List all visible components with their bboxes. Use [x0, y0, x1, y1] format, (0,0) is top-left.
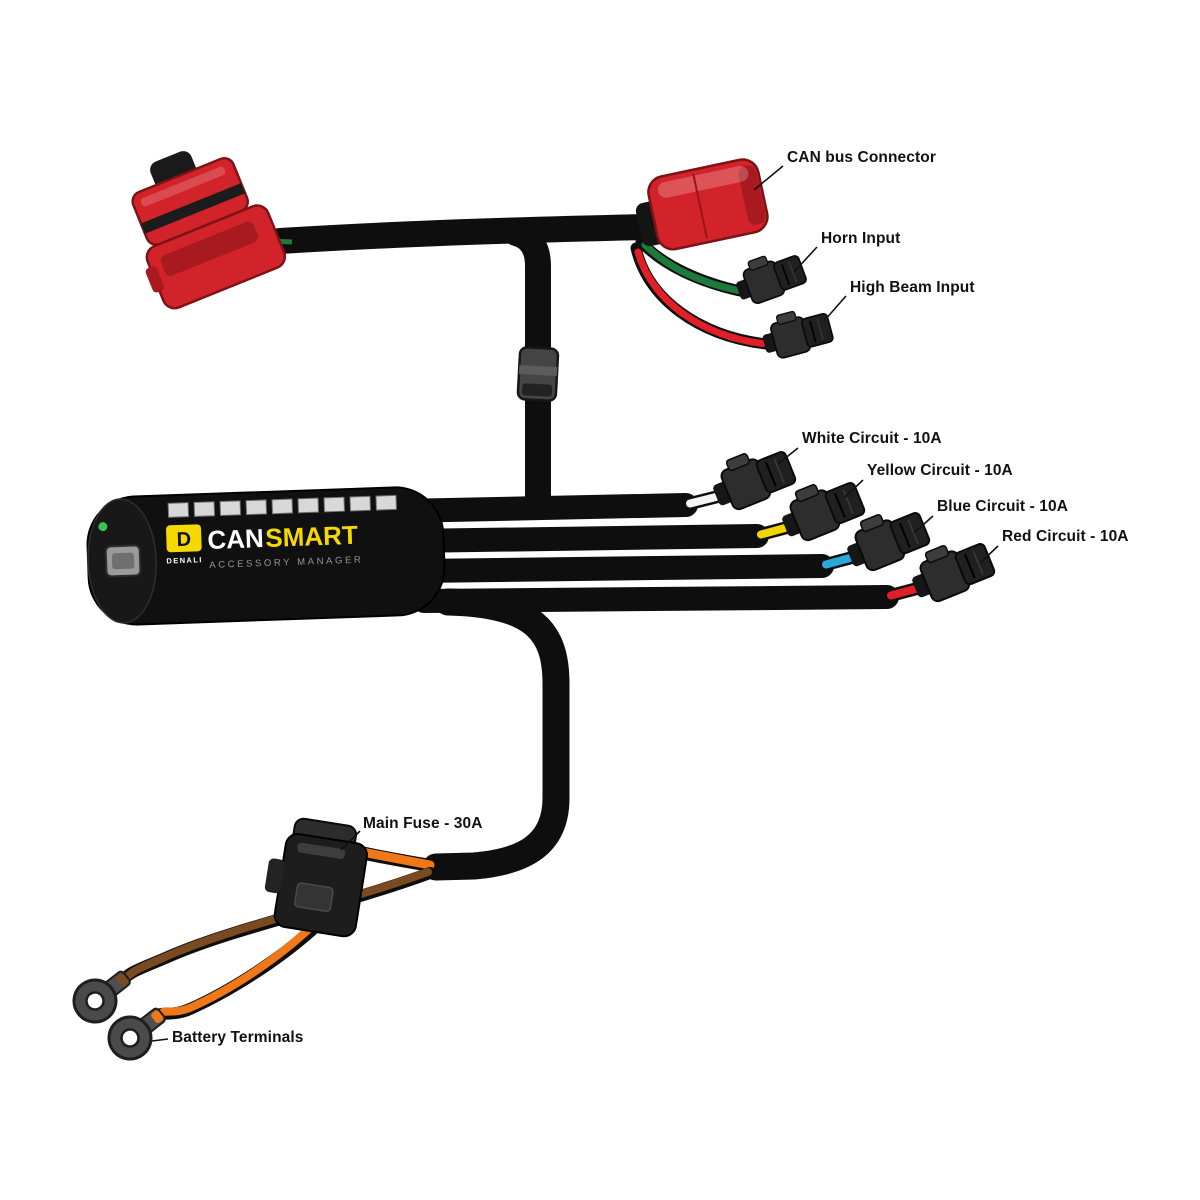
label-blue-circuit: Blue Circuit - 10A	[937, 498, 1068, 515]
fuse-feed-wire	[357, 847, 435, 870]
battery-terminal-2	[107, 1007, 166, 1061]
led-strip	[167, 494, 397, 518]
pointer-lines	[151, 165, 999, 1042]
product-name-smart: SMART	[265, 520, 359, 553]
ground-wire-brown	[122, 868, 432, 982]
main-fuse-holder	[264, 817, 368, 938]
terminal-2-hole	[120, 1028, 140, 1048]
label-horn-input: Horn Input	[821, 230, 901, 247]
high-beam-input-connector	[757, 302, 836, 363]
cable-vertical	[503, 220, 551, 515]
controller-box: D DENALI CAN SMART ACCESSORY MANAGER	[86, 486, 446, 626]
yellow-wire	[757, 524, 789, 539]
circuit-cable-white	[388, 493, 698, 523]
inline-connector	[516, 346, 560, 402]
power-wire-orange	[159, 924, 314, 1016]
can-oem-connector-pair	[131, 151, 293, 310]
circuit-cable-yellow	[396, 524, 769, 553]
circuit-wire-stubs	[677, 489, 926, 604]
product-name-smart-color: SMART	[265, 520, 359, 553]
horn-wire-green	[641, 241, 742, 294]
highbeam-wire-red	[634, 248, 767, 347]
blue-wire	[822, 554, 854, 569]
label-can-bus-connector: CAN bus Connector	[787, 149, 936, 166]
can-bus-highlight	[657, 165, 749, 198]
terminal-1-hole	[85, 991, 105, 1011]
signal-wires	[630, 236, 772, 350]
horn-input-connector	[729, 244, 810, 310]
can-bus-endcap	[738, 165, 766, 225]
product-name-can: CAN	[207, 523, 264, 555]
can-bus-body	[647, 158, 769, 251]
label-high-beam-input: High Beam Input	[850, 279, 975, 296]
can-bus-connector	[635, 158, 769, 251]
denali-logo-letter: D	[176, 529, 191, 551]
label-main-fuse: Main Fuse - 30A	[363, 815, 483, 832]
label-yellow-circuit: Yellow Circuit - 10A	[867, 462, 1013, 479]
label-red-circuit: Red Circuit - 10A	[1002, 528, 1129, 545]
battery-terminal-1	[72, 970, 131, 1024]
white-wire	[686, 493, 720, 508]
product-subtitle: ACCESSORY MANAGER	[209, 555, 363, 571]
battery-wires	[118, 845, 441, 1020]
cable-bottom	[422, 588, 570, 881]
fuse-window	[294, 882, 334, 913]
status-led	[98, 522, 108, 532]
cable-main-top	[267, 214, 661, 515]
label-white-circuit: White Circuit - 10A	[802, 430, 942, 447]
denali-logo-badge	[166, 524, 202, 553]
circuit-cable-blue	[404, 554, 834, 583]
white-circuit-connector	[704, 438, 800, 517]
denali-logo: D DENALI	[166, 524, 203, 565]
denali-brand-text: DENALI	[166, 555, 203, 565]
label-battery-terminals: Battery Terminals	[172, 1029, 304, 1046]
red-wire	[887, 585, 919, 600]
